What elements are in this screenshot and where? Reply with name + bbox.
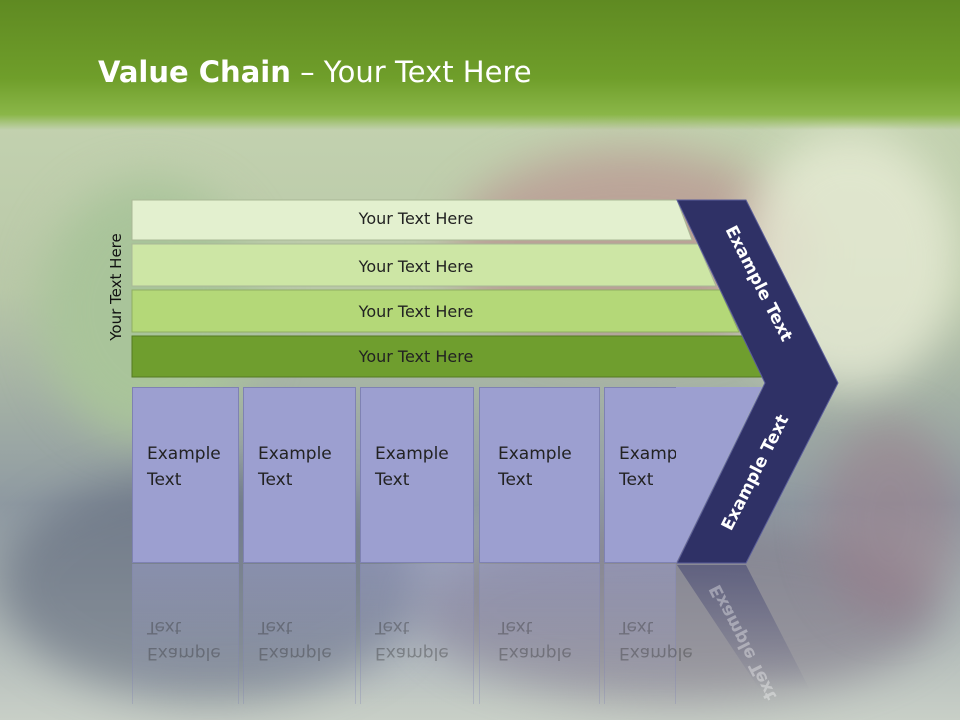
activity-box-5-reflection-line2: Text — [619, 617, 654, 637]
activity-box-1-reflection: Example Text — [132, 564, 239, 704]
activity-box-4-line2: Text — [498, 470, 533, 490]
title-rest: – Your Text Here — [290, 55, 532, 89]
activity-box-4-reflection-line2: Text — [498, 617, 533, 637]
bar-3-label: Your Text Here — [358, 302, 474, 321]
activity-box-3-reflection-text: Example Text — [375, 614, 475, 666]
header-band — [0, 0, 960, 130]
activity-box-2-line1: Example — [258, 444, 332, 464]
slide-title: Value Chain – Your Text Here — [98, 55, 532, 89]
activity-box-2-reflection-line1: Example — [258, 643, 332, 663]
bar-2 — [131, 243, 717, 287]
activity-box-2-line2: Text — [258, 470, 293, 490]
activity-box-3-line2: Text — [375, 470, 410, 490]
chevron-reflection — [677, 565, 810, 690]
bar-4-label: Your Text Here — [358, 347, 474, 366]
activity-box-4-reflection-line1: Example — [498, 643, 572, 663]
activity-box-2-reflection-text: Example Text — [258, 614, 358, 666]
activity-box-2-reflection-line2: Text — [258, 617, 293, 637]
activity-box-3-reflection-line1: Example — [375, 643, 449, 663]
activity-box-2-reflection: Example Text — [243, 564, 356, 704]
activity-box-4-reflection-text: Example Text — [498, 614, 598, 666]
activity-box-5-slant — [676, 387, 762, 563]
activity-box-1-reflection-line1: Example — [147, 643, 221, 663]
activity-box-3-line1: Example — [375, 444, 449, 464]
activity-box-1-reflection-line2: Text — [147, 617, 182, 637]
activity-box-5-reflection-text: Example Text — [619, 614, 719, 666]
activity-box-5-line1: Example — [619, 444, 693, 464]
title-bold: Value Chain — [98, 55, 291, 89]
activity-box-5-reflection-line1: Example — [619, 643, 693, 663]
activity-box-3-reflection-line2: Text — [375, 617, 410, 637]
bar-1 — [131, 199, 693, 241]
activity-box-1-line1: Example — [147, 444, 221, 464]
activity-box-4-line1: Example — [498, 444, 572, 464]
bar-1-label: Your Text Here — [358, 209, 474, 228]
activity-box-5-reflection: Example Text — [604, 564, 693, 704]
chevron-arrow — [676, 199, 839, 564]
activity-box-1-line2: Text — [147, 470, 182, 490]
bar-3 — [131, 289, 740, 333]
bar-2-label: Your Text Here — [358, 257, 474, 276]
activity-box-1-reflection-text: Example Text — [147, 614, 247, 666]
activity-box-4-reflection: Example Text — [479, 564, 600, 704]
activity-box-5-line2: Text — [619, 470, 654, 490]
activity-box-3-reflection: Example Text — [360, 564, 474, 704]
